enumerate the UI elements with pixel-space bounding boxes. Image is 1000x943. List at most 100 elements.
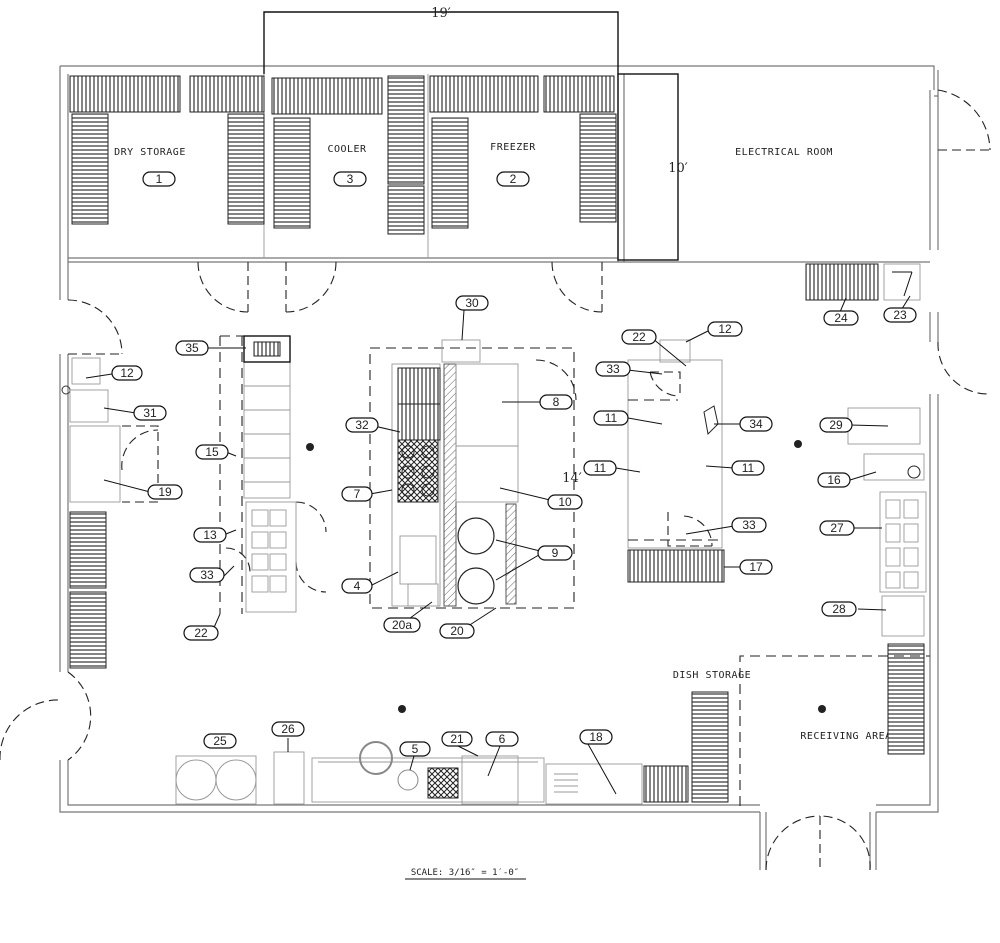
svg-text:31: 31 — [143, 406, 157, 420]
dimension-vertical-label: 10′ — [668, 161, 688, 176]
bottom-equipment — [175, 691, 729, 805]
room-receiving-area: RECEIVING AREA — [800, 731, 891, 742]
tag-8: 8 — [539, 394, 573, 410]
svg-text:8: 8 — [553, 395, 560, 409]
dimension-10ft: 10′ — [617, 73, 688, 261]
svg-text:12: 12 — [718, 322, 732, 336]
svg-text:2: 2 — [510, 172, 517, 186]
svg-text:16: 16 — [827, 473, 841, 487]
floor-drain — [818, 705, 826, 713]
tag-11-mid-right: 11 — [731, 460, 765, 476]
svg-text:6: 6 — [499, 732, 506, 746]
scale-note: SCALE: 3/16″ = 1′-0″ — [405, 868, 526, 880]
svg-text:13: 13 — [203, 528, 217, 542]
right-equipment — [739, 263, 930, 806]
room-dry-storage: DRY STORAGE — [114, 147, 186, 158]
scale-label: SCALE: 3/16″ = 1′-0″ — [411, 868, 519, 878]
tag-25: 25 — [203, 733, 237, 749]
tag-19: 19 — [147, 484, 183, 500]
tag-28: 28 — [821, 601, 857, 617]
tag-33-bottom: 33 — [731, 517, 767, 533]
tag-10: 10 — [547, 494, 583, 510]
tag-5: 5 — [399, 741, 431, 757]
tag-11-upper: 11 — [593, 410, 629, 426]
floor-drain — [398, 705, 406, 713]
tag-4: 4 — [341, 578, 373, 594]
svg-text:22: 22 — [194, 626, 208, 640]
svg-text:33: 33 — [742, 518, 756, 532]
room-electrical: ELECTRICAL ROOM — [735, 147, 833, 158]
tag-2: 2 — [496, 171, 530, 187]
svg-text:19: 19 — [158, 485, 172, 499]
storage-shelving — [69, 75, 617, 235]
cook-line-center — [369, 339, 577, 609]
svg-text:30: 30 — [465, 296, 479, 310]
tag-6: 6 — [485, 731, 519, 747]
prep-line-right — [627, 339, 725, 583]
svg-text:32: 32 — [355, 418, 369, 432]
svg-text:27: 27 — [830, 521, 844, 535]
tag-13: 13 — [193, 527, 227, 543]
svg-text:12: 12 — [120, 366, 134, 380]
svg-text:20a: 20a — [392, 618, 412, 632]
left-equipment — [61, 357, 121, 669]
svg-text:21: 21 — [450, 732, 464, 746]
svg-text:3: 3 — [347, 172, 354, 186]
tag-27: 27 — [819, 520, 855, 536]
tag-20: 20 — [439, 623, 475, 639]
doors — [0, 89, 991, 871]
tag-12-left: 12 — [111, 365, 143, 381]
tag-7: 7 — [341, 486, 373, 502]
equipment-tags: 1 3 2 30 35 12 31 15 19 13 33 22 32 7 4 … — [111, 171, 917, 757]
tag-18: 18 — [579, 729, 613, 745]
svg-text:28: 28 — [832, 602, 846, 616]
tag-3: 3 — [333, 171, 367, 187]
svg-text:34: 34 — [749, 417, 763, 431]
floor-drain — [794, 440, 802, 448]
svg-text:18: 18 — [589, 730, 603, 744]
svg-text:11: 11 — [605, 411, 618, 425]
svg-text:29: 29 — [829, 418, 843, 432]
svg-text:33: 33 — [606, 362, 620, 376]
svg-text:10: 10 — [558, 495, 572, 509]
tag-1: 1 — [142, 171, 176, 187]
svg-text:24: 24 — [834, 311, 848, 325]
svg-text:5: 5 — [412, 742, 419, 756]
tag-26: 26 — [271, 721, 305, 737]
svg-text:15: 15 — [205, 445, 219, 459]
floor-drain — [306, 443, 314, 451]
prep-line-left — [219, 335, 297, 614]
dimension-19ft: 19′ — [263, 6, 619, 74]
tag-23: 23 — [883, 307, 917, 323]
svg-text:20: 20 — [450, 624, 464, 638]
svg-text:1: 1 — [156, 172, 163, 186]
tag-16: 16 — [817, 472, 851, 488]
tag-21: 21 — [441, 731, 473, 747]
tag-32: 32 — [345, 417, 379, 433]
tag-34: 34 — [739, 416, 773, 432]
svg-text:7: 7 — [354, 487, 361, 501]
svg-text:11: 11 — [742, 461, 755, 475]
tag-12-right: 12 — [707, 321, 743, 337]
room-cooler: COOLER — [327, 144, 367, 155]
tag-17: 17 — [739, 559, 773, 575]
leader-lines — [85, 295, 911, 795]
svg-text:17: 17 — [749, 560, 763, 574]
svg-text:9: 9 — [552, 546, 559, 560]
svg-text:22: 22 — [632, 330, 646, 344]
tag-15: 15 — [195, 444, 229, 460]
svg-text:26: 26 — [281, 722, 295, 736]
tag-33-left: 33 — [189, 567, 225, 583]
tag-35: 35 — [175, 340, 209, 356]
tag-24: 24 — [823, 310, 859, 326]
svg-text:35: 35 — [185, 341, 199, 355]
dimension-middle-label: 14′ — [562, 471, 582, 486]
tag-30: 30 — [455, 295, 489, 311]
svg-text:4: 4 — [354, 579, 361, 593]
tag-11-mid-left: 11 — [583, 460, 617, 476]
dimension-top-label: 19′ — [431, 6, 451, 21]
tag-22-left: 22 — [183, 625, 219, 641]
tag-33-top: 33 — [595, 361, 631, 377]
svg-text:25: 25 — [213, 734, 227, 748]
